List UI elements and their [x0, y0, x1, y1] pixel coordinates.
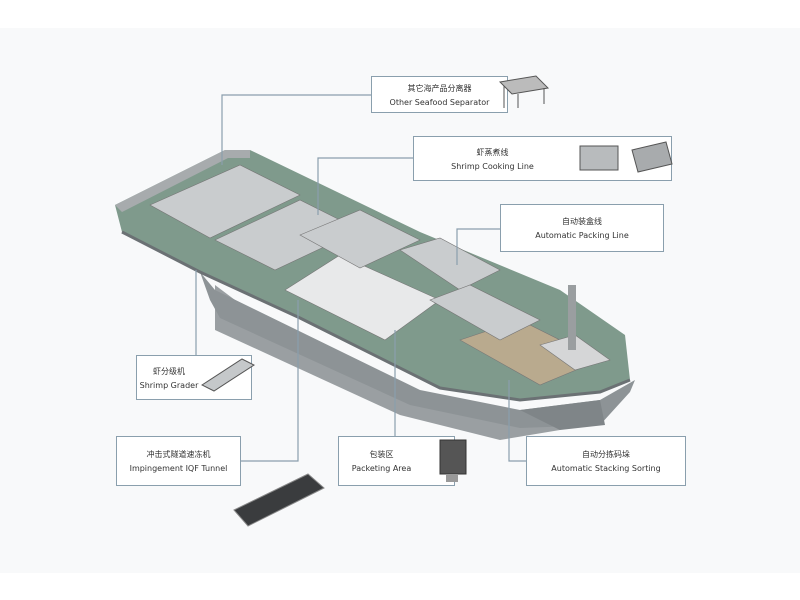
- leader-line: [508, 380, 526, 462]
- port-wall: [115, 150, 250, 212]
- crane: [568, 285, 576, 350]
- label-zh: 冲击式隧道速冻机: [146, 450, 211, 459]
- label-zh: 其它海产品分离器: [407, 83, 472, 93]
- cooking-zone: [299, 209, 421, 269]
- label-en: Other Seafood Separator: [389, 97, 490, 107]
- packing-zone: [399, 237, 501, 291]
- label-zh: 自动装盒线: [562, 217, 602, 226]
- hull-keel: [520, 400, 605, 430]
- cooking-machine-icon: [579, 141, 673, 173]
- leader-line: [317, 157, 413, 215]
- callout-packeting-area: 包装区 Packeting Area: [338, 436, 455, 486]
- packeting-zone: [429, 284, 541, 341]
- callout-impingement-iqf-tunnel: 冲击式隧道速冻机 Impingement IQF Tunnel: [116, 436, 241, 486]
- callout-shrimp-cooking-line: 虾蒸煮线 Shrimp Cooking Line: [413, 136, 672, 181]
- equipment-area: [149, 164, 611, 386]
- label-zh: 虾分级机: [153, 366, 185, 376]
- label-en: Packeting Area: [351, 464, 412, 473]
- label-en: Automatic Stacking Sorting: [551, 464, 661, 473]
- leader-line: [221, 94, 371, 165]
- leader-line: [456, 228, 500, 265]
- grader-machine-icon: [200, 358, 256, 392]
- iqf-tunnel-icon: [233, 473, 325, 527]
- label-en: Shrimp Grader: [139, 380, 199, 390]
- label-zh: 自动分拣码垛: [582, 450, 630, 459]
- callout-other-seafood-separator: 其它海产品分离器 Other Seafood Separator: [371, 76, 508, 113]
- leader-line: [241, 300, 299, 462]
- leader-lines: [195, 94, 526, 462]
- packeting-machine-icon: [439, 439, 467, 482]
- label-zh: 虾蒸煮线: [476, 147, 509, 157]
- label-en: Impingement IQF Tunnel: [129, 464, 228, 473]
- label-zh: 包装区: [369, 450, 394, 459]
- bow-room: [539, 334, 611, 371]
- deck-edge: [121, 230, 631, 402]
- separator-machine-icon: [498, 75, 550, 108]
- label-en: Shrimp Cooking Line: [451, 161, 534, 171]
- callout-automatic-packing-line: 自动装盒线 Automatic Packing Line: [500, 204, 664, 252]
- separator-zone: [149, 164, 301, 239]
- callout-automatic-stacking-sorting: 自动分拣码垛 Automatic Stacking Sorting: [526, 436, 686, 486]
- label-en: Automatic Packing Line: [535, 231, 629, 240]
